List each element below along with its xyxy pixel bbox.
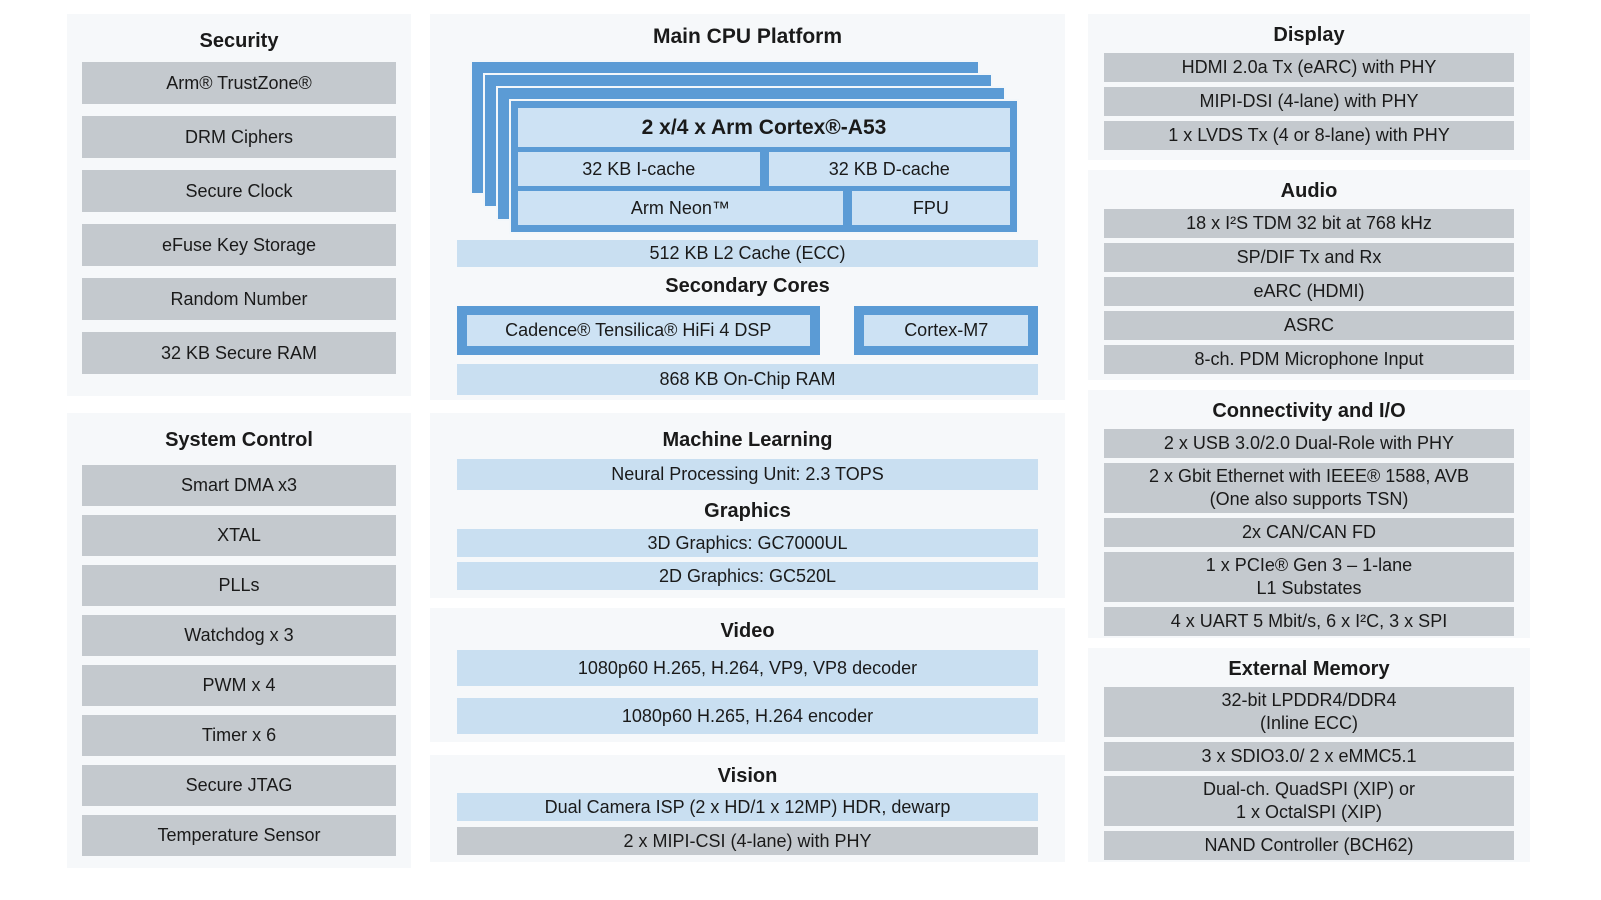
secondary-cores-title: Secondary Cores	[665, 275, 830, 297]
panel-system-control: System Control Smart DMA x3 XTAL PLLs Wa…	[67, 413, 411, 868]
graphics-3d-bar: 3D Graphics: GC7000UL	[457, 529, 1038, 557]
security-item-trustzone: Arm® TrustZone®	[82, 62, 396, 104]
audio-item-asrc: ASRC	[1104, 311, 1514, 340]
main-cpu-platform-title: Main CPU Platform	[652, 25, 843, 48]
external-memory-title: External Memory	[1228, 658, 1390, 680]
mipi-csi-bar: 2 x MIPI-CSI (4-lane) with PHY	[457, 827, 1038, 855]
audio-item-earc: eARC (HDMI)	[1104, 277, 1514, 306]
video-encoder-bar: 1080p60 H.265, H.264 encoder	[457, 698, 1038, 734]
panel-video: Video 1080p60 H.265, H.264, VP9, VP8 dec…	[430, 608, 1065, 742]
video-title: Video	[720, 620, 775, 642]
security-item-efuse: eFuse Key Storage	[82, 224, 396, 266]
panel-connectivity-io: Connectivity and I/O 2 x USB 3.0/2.0 Dua…	[1088, 390, 1530, 638]
security-item-secure-ram: 32 KB Secure RAM	[82, 332, 396, 374]
cortex-m7-box: Cortex-M7	[854, 306, 1038, 355]
panel-main-cpu-platform: Main CPU Platform 2 x/4 x Arm Cortex®-A5…	[430, 14, 1065, 400]
video-decoder-bar: 1080p60 H.265, H.264, VP9, VP8 decoder	[457, 650, 1038, 686]
panel-machine-learning-graphics: Machine Learning Neural Processing Unit:…	[430, 413, 1065, 598]
cpu-icache: 32 KB I-cache	[518, 152, 760, 186]
connectivity-item-pcie: 1 x PCIe® Gen 3 – 1-lane L1 Substates	[1104, 552, 1514, 602]
audio-title: Audio	[1280, 180, 1338, 202]
display-item-mipi-dsi: MIPI-DSI (4-lane) with PHY	[1104, 87, 1514, 116]
npu-bar: Neural Processing Unit: 2.3 TOPS	[457, 459, 1038, 490]
audio-item-spdif: SP/DIF Tx and Rx	[1104, 243, 1514, 272]
cpu-card: 2 x/4 x Arm Cortex®-A53 32 KB I-cache 32…	[509, 99, 1019, 234]
display-item-hdmi: HDMI 2.0a Tx (eARC) with PHY	[1104, 53, 1514, 82]
connectivity-item-can: 2x CAN/CAN FD	[1104, 518, 1514, 547]
vision-title: Vision	[717, 765, 778, 787]
cpu-neon-fpu-row: Arm Neon™ FPU	[518, 191, 1010, 225]
cpu-card-stack: 2 x/4 x Arm Cortex®-A53 32 KB I-cache 32…	[470, 60, 1019, 234]
panel-security: Security Arm® TrustZone® DRM Ciphers Sec…	[67, 14, 411, 396]
audio-item-pdm-mic: 8-ch. PDM Microphone Input	[1104, 345, 1514, 374]
cortex-m7-label: Cortex-M7	[864, 315, 1028, 346]
connectivity-item-usb: 2 x USB 3.0/2.0 Dual-Role with PHY	[1104, 429, 1514, 458]
panel-external-memory: External Memory 32-bit LPDDR4/DDR4 (Inli…	[1088, 648, 1530, 862]
panel-display: Display HDMI 2.0a Tx (eARC) with PHY MIP…	[1088, 14, 1530, 160]
system-control-item-timer: Timer x 6	[82, 715, 396, 756]
system-control-item-temperature-sensor: Temperature Sensor	[82, 815, 396, 856]
cpu-dcache: 32 KB D-cache	[768, 152, 1010, 186]
panel-vision: Vision Dual Camera ISP (2 x HD/1 x 12MP)…	[430, 755, 1065, 862]
security-item-drm-ciphers: DRM Ciphers	[82, 116, 396, 158]
system-control-item-xtal: XTAL	[82, 515, 396, 556]
connectivity-item-ethernet: 2 x Gbit Ethernet with IEEE® 1588, AVB (…	[1104, 463, 1514, 513]
system-control-item-plls: PLLs	[82, 565, 396, 606]
cpu-cache-row: 32 KB I-cache 32 KB D-cache	[518, 152, 1010, 186]
system-control-item-smart-dma: Smart DMA x3	[82, 465, 396, 506]
machine-learning-title: Machine Learning	[662, 429, 833, 451]
camera-isp-bar: Dual Camera ISP (2 x HD/1 x 12MP) HDR, d…	[457, 793, 1038, 821]
security-title: Security	[199, 30, 279, 52]
cpu-core-label: 2 x/4 x Arm Cortex®-A53	[518, 108, 1010, 147]
external-memory-item-quadspi: Dual-ch. QuadSPI (XIP) or 1 x OctalSPI (…	[1104, 776, 1514, 826]
hifi4-dsp-label: Cadence® Tensilica® HiFi 4 DSP	[467, 315, 810, 346]
security-item-random-number: Random Number	[82, 278, 396, 320]
graphics-title: Graphics	[704, 500, 791, 522]
graphics-2d-bar: 2D Graphics: GC520L	[457, 562, 1038, 590]
system-control-title: System Control	[165, 429, 313, 451]
hifi4-dsp-box: Cadence® Tensilica® HiFi 4 DSP	[457, 306, 820, 355]
security-item-secure-clock: Secure Clock	[82, 170, 396, 212]
external-memory-item-lpddr4: 32-bit LPDDR4/DDR4 (Inline ECC)	[1104, 687, 1514, 737]
connectivity-item-uart-i2c-spi: 4 x UART 5 Mbit/s, 6 x I²C, 3 x SPI	[1104, 607, 1514, 636]
system-control-item-watchdog: Watchdog x 3	[82, 615, 396, 656]
external-memory-item-nand: NAND Controller (BCH62)	[1104, 831, 1514, 860]
cpu-fpu: FPU	[851, 191, 1010, 225]
connectivity-title: Connectivity and I/O	[1212, 400, 1406, 422]
audio-item-i2s-tdm: 18 x I²S TDM 32 bit at 768 kHz	[1104, 209, 1514, 238]
l2-cache-bar: 512 KB L2 Cache (ECC)	[457, 240, 1038, 267]
panel-audio: Audio 18 x I²S TDM 32 bit at 768 kHz SP/…	[1088, 170, 1530, 380]
cpu-neon: Arm Neon™	[518, 191, 843, 225]
on-chip-ram-bar: 868 KB On-Chip RAM	[457, 364, 1038, 395]
system-control-item-pwm: PWM x 4	[82, 665, 396, 706]
display-item-lvds: 1 x LVDS Tx (4 or 8-lane) with PHY	[1104, 121, 1514, 150]
system-control-item-secure-jtag: Secure JTAG	[82, 765, 396, 806]
external-memory-item-sdio-emmc: 3 x SDIO3.0/ 2 x eMMC5.1	[1104, 742, 1514, 771]
display-title: Display	[1273, 24, 1345, 46]
secondary-cores-row: Cadence® Tensilica® HiFi 4 DSP Cortex-M7	[457, 306, 1038, 355]
